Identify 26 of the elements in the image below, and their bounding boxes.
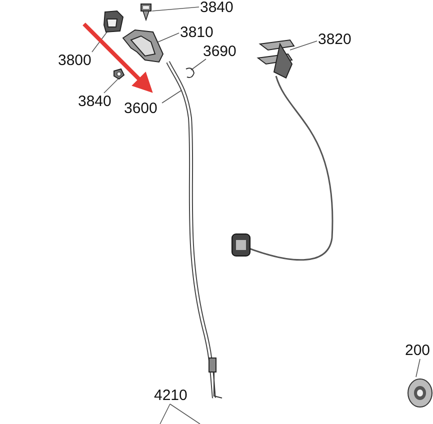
leader-line [190, 58, 206, 70]
leader-line [158, 32, 180, 42]
leader-line [160, 404, 170, 424]
leader-line [170, 404, 200, 424]
arrow [82, 22, 153, 93]
callout-number: 3820 [318, 32, 355, 47]
callout-number: 4210 [154, 388, 191, 403]
callout-number: 3810 [180, 25, 217, 40]
callout-number: 200 [405, 343, 433, 358]
leader-line [416, 358, 420, 378]
leader-line [152, 6, 200, 12]
callout-number: 3690 [203, 44, 240, 59]
screw-drawing [139, 3, 153, 21]
nut-drawing [112, 67, 125, 80]
callout-number: 3840 [78, 94, 116, 109]
leader-line [290, 40, 318, 50]
leader-line [104, 78, 118, 94]
callout-number: 3800 [58, 53, 96, 68]
callout-number: 3600 [124, 101, 162, 116]
clip-drawing [102, 9, 124, 34]
callout-number: 3840 [200, 0, 236, 14]
leader-line [92, 32, 108, 52]
bracket-drawing [121, 28, 164, 64]
leader-line [162, 90, 182, 104]
grommet-drawing [407, 377, 433, 408]
clip-drawing [184, 66, 194, 79]
